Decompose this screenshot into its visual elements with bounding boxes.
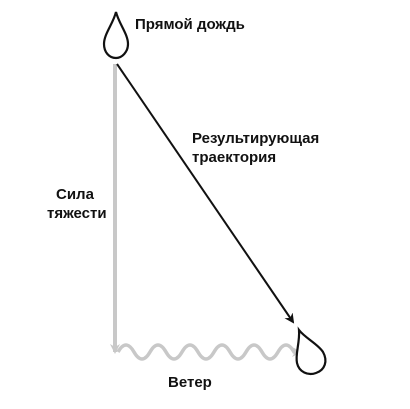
- wind-wave: [116, 343, 302, 361]
- resultant-trajectory-arrow: [116, 63, 295, 324]
- wind-label: Ветер: [168, 374, 212, 391]
- gravity-label-line2: тяжести: [47, 205, 107, 222]
- straight-rain-label: Прямой дождь: [135, 16, 245, 33]
- resultant-trajectory-label-line1: Результирующая: [192, 130, 320, 147]
- raindrop-icon: [295, 326, 327, 376]
- resultant-trajectory-label-line2: траектория: [192, 149, 277, 166]
- gravity-label-line1: Сила: [56, 186, 94, 203]
- raindrop-icon: [102, 11, 130, 60]
